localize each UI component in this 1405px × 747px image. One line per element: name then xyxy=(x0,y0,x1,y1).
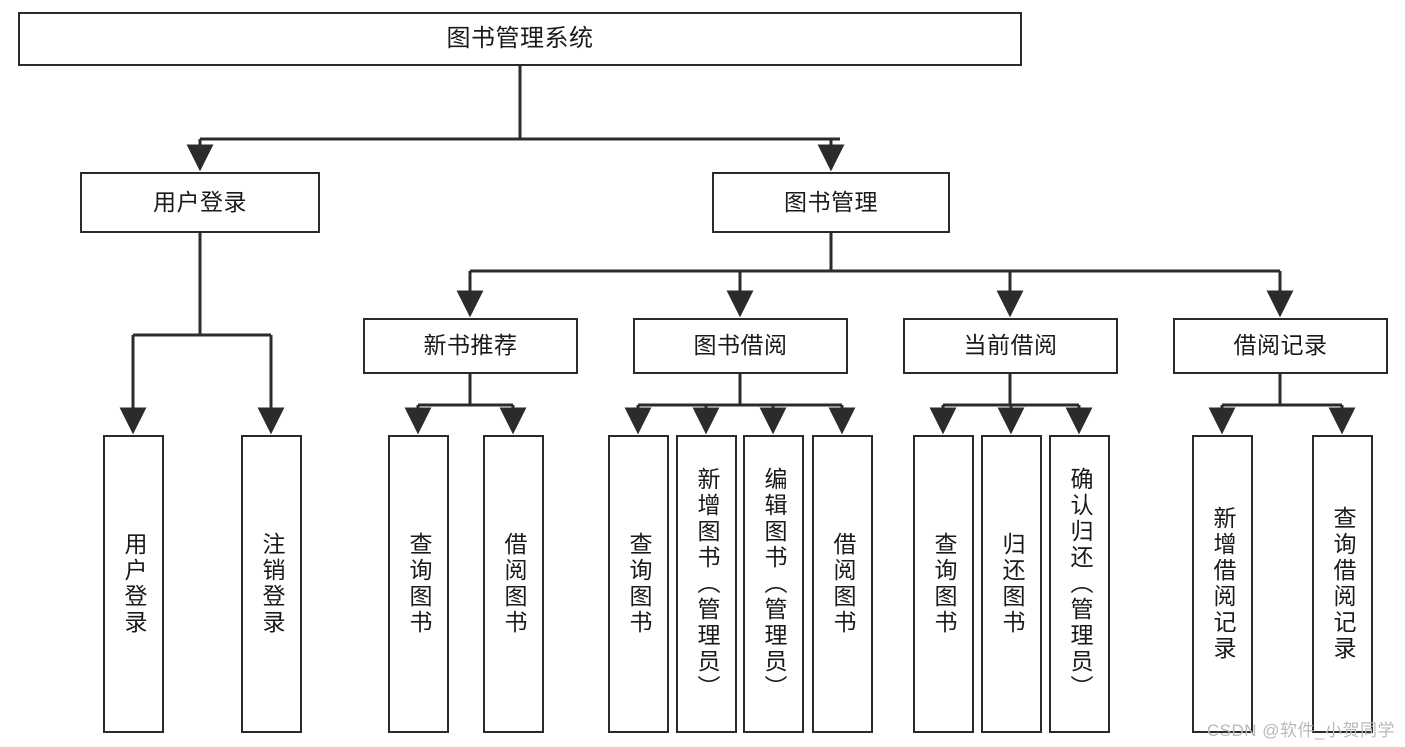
node-leaf-confirm-return-label: 确认归还（管理员） xyxy=(1067,467,1093,701)
node-user-login-label: 用户登录 xyxy=(153,188,247,215)
node-book-manage-label: 图书管理 xyxy=(784,188,878,215)
node-leaf-borrow-book-1[interactable]: 借阅图书 xyxy=(483,435,544,733)
node-book-borrow[interactable]: 图书借阅 xyxy=(633,318,848,374)
node-leaf-query-record[interactable]: 查询借阅记录 xyxy=(1312,435,1373,733)
node-user-login[interactable]: 用户登录 xyxy=(80,172,320,233)
node-leaf-return-book-label: 归还图书 xyxy=(999,532,1025,636)
node-leaf-user-login[interactable]: 用户登录 xyxy=(103,435,164,733)
watermark-text: CSDN @软件_小贺同学 xyxy=(1206,721,1395,740)
node-book-manage[interactable]: 图书管理 xyxy=(712,172,950,233)
node-leaf-add-book-label: 新增图书（管理员） xyxy=(694,467,720,701)
node-leaf-edit-book[interactable]: 编辑图书（管理员） xyxy=(743,435,804,733)
node-book-borrow-label: 图书借阅 xyxy=(693,332,788,359)
node-leaf-add-record[interactable]: 新增借阅记录 xyxy=(1192,435,1253,733)
node-leaf-query-book-1-label: 查询图书 xyxy=(406,532,432,636)
node-leaf-query-book-2-label: 查询图书 xyxy=(626,532,652,636)
node-borrow-record-label: 借阅记录 xyxy=(1233,332,1328,359)
node-leaf-user-logout-label: 注销登录 xyxy=(259,532,285,636)
node-current-borrow[interactable]: 当前借阅 xyxy=(903,318,1118,374)
node-leaf-return-book[interactable]: 归还图书 xyxy=(981,435,1042,733)
node-leaf-user-login-label: 用户登录 xyxy=(121,532,147,636)
node-leaf-add-book[interactable]: 新增图书（管理员） xyxy=(676,435,737,733)
node-new-book-recommend-label: 新书推荐 xyxy=(423,332,518,359)
node-new-book-recommend[interactable]: 新书推荐 xyxy=(363,318,578,374)
node-current-borrow-label: 当前借阅 xyxy=(963,332,1058,359)
node-leaf-query-book-3[interactable]: 查询图书 xyxy=(913,435,974,733)
node-leaf-borrow-book-2-label: 借阅图书 xyxy=(830,532,856,636)
node-root-label: 图书管理系统 xyxy=(446,24,594,52)
node-leaf-confirm-return[interactable]: 确认归还（管理员） xyxy=(1049,435,1110,733)
node-leaf-add-record-label: 新增借阅记录 xyxy=(1210,506,1236,662)
node-leaf-query-record-label: 查询借阅记录 xyxy=(1330,506,1356,662)
node-borrow-record[interactable]: 借阅记录 xyxy=(1173,318,1388,374)
node-root[interactable]: 图书管理系统 xyxy=(18,12,1022,66)
node-leaf-borrow-book-1-label: 借阅图书 xyxy=(501,532,527,636)
node-leaf-query-book-2[interactable]: 查询图书 xyxy=(608,435,669,733)
node-leaf-user-logout[interactable]: 注销登录 xyxy=(241,435,302,733)
node-leaf-query-book-1[interactable]: 查询图书 xyxy=(388,435,449,733)
node-leaf-borrow-book-2[interactable]: 借阅图书 xyxy=(812,435,873,733)
node-leaf-query-book-3-label: 查询图书 xyxy=(931,532,957,636)
node-leaf-edit-book-label: 编辑图书（管理员） xyxy=(761,467,787,701)
